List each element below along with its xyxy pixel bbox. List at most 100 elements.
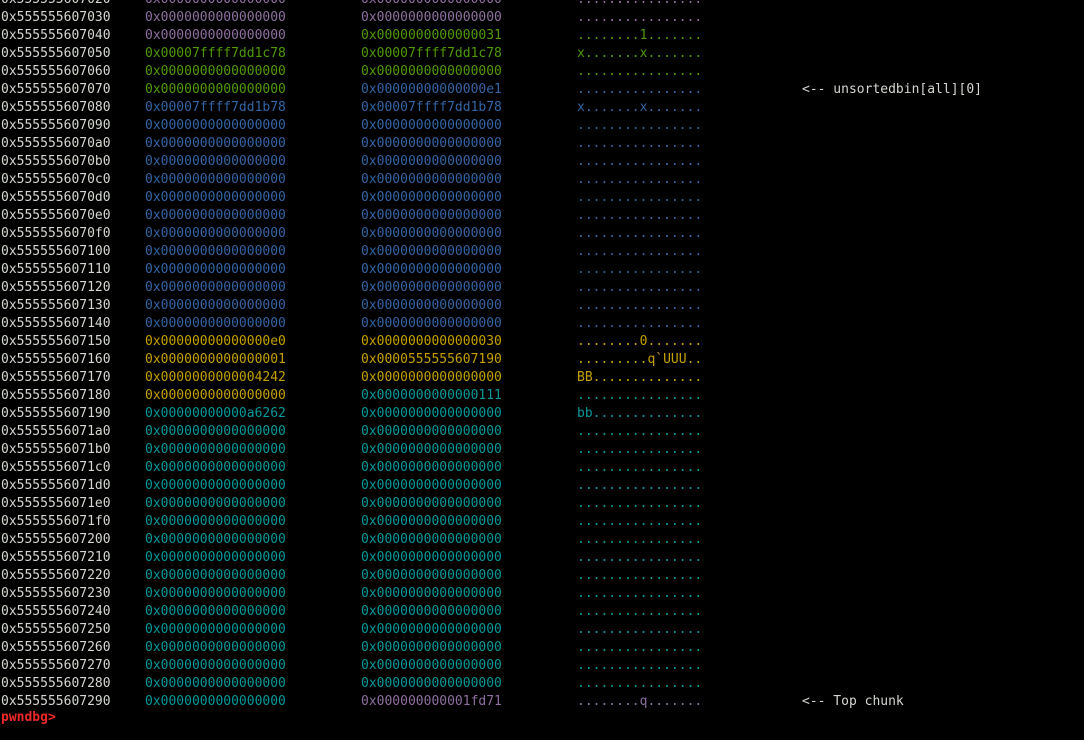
memory-ascii: ................ (577, 262, 703, 277)
memory-address: 0x5555556071b0 (1, 442, 111, 457)
memory-word-2: 0x0000000000000000 (361, 676, 502, 691)
memory-ascii: x.......x....... (577, 46, 703, 61)
memory-address: 0x5555556071e0 (1, 496, 111, 511)
memory-address: 0x555555607110 (1, 262, 111, 277)
memory-address: 0x555555607090 (1, 118, 111, 133)
memory-address: 0x555555607080 (1, 100, 111, 115)
memory-ascii: ................ (577, 226, 703, 241)
memory-word-2: 0x0000000000000000 (361, 0, 502, 9)
memory-word-1: 0x0000000000000000 (145, 676, 286, 691)
memory-address: 0x555555607120 (1, 280, 111, 295)
memory-row: 0x555555607200 0x0000000000000000 0x000000… (0, 531, 1084, 549)
memory-ascii: ................ (577, 280, 703, 295)
memory-address: 0x555555607200 (1, 532, 111, 547)
memory-word-2: 0x0000000000000000 (361, 10, 502, 25)
memory-ascii: ................ (577, 658, 703, 673)
memory-address: 0x555555607280 (1, 676, 111, 691)
memory-word-1: 0x0000000000000000 (145, 586, 286, 601)
memory-word-2: 0x0000000000000000 (361, 514, 502, 529)
memory-word-1: 0x0000000000000000 (145, 82, 286, 97)
memory-address: 0x555555607060 (1, 64, 111, 79)
memory-word-2: 0x0000000000000000 (361, 154, 502, 169)
memory-address: 0x555555607050 (1, 46, 111, 61)
memory-word-2: 0x0000000000000000 (361, 442, 502, 457)
memory-address: 0x555555607220 (1, 568, 111, 583)
memory-address: 0x5555556070f0 (1, 226, 111, 241)
memory-word-1: 0x0000000000004242 (145, 370, 286, 385)
memory-ascii: ................ (577, 118, 703, 133)
memory-word-2: 0x0000000000000000 (361, 208, 502, 223)
memory-row: 0x555555607280 0x0000000000000000 0x000000… (0, 675, 1084, 693)
memory-word-2: 0x0000000000000000 (361, 478, 502, 493)
memory-word-1: 0x0000000000000000 (145, 0, 286, 9)
memory-address: 0x555555607130 (1, 298, 111, 313)
memory-word-1: 0x0000000000000000 (145, 244, 286, 259)
memory-word-1: 0x0000000000000000 (145, 532, 286, 547)
memory-word-2: 0x0000000000000000 (361, 244, 502, 259)
chunk-annotation: <-- Top chunk (802, 694, 904, 709)
memory-word-2: 0x0000000000000000 (361, 118, 502, 133)
chunk-annotation: <-- unsortedbin[all][0] (802, 82, 983, 97)
memory-ascii: ................ (577, 190, 703, 205)
memory-word-1: 0x0000000000000000 (145, 568, 286, 583)
memory-ascii: .........q`UUU.. (577, 352, 703, 367)
memory-ascii: ................ (577, 532, 703, 547)
command-prompt[interactable]: pwndbg> (1, 709, 64, 727)
memory-ascii: ................ (577, 442, 703, 457)
memory-address: 0x555555607160 (1, 352, 111, 367)
memory-ascii: ................ (577, 10, 703, 25)
memory-ascii: ................ (577, 154, 703, 169)
memory-address: 0x555555607070 (1, 82, 111, 97)
memory-word-1: 0x0000000000000000 (145, 262, 286, 277)
memory-word-1: 0x0000000000000000 (145, 64, 286, 79)
memory-word-2: 0x0000000000000030 (361, 334, 502, 349)
memory-word-2: 0x0000000000000000 (361, 586, 502, 601)
memory-ascii: ........q....... (577, 694, 703, 709)
memory-word-1: 0x0000000000000000 (145, 316, 286, 331)
memory-word-1: 0x0000000000000000 (145, 118, 286, 133)
memory-word-1: 0x0000000000000000 (145, 424, 286, 439)
memory-word-2: 0x000000000001fd71 (361, 694, 502, 709)
memory-word-2: 0x0000000000000000 (361, 532, 502, 547)
memory-ascii: ................ (577, 460, 703, 475)
memory-word-2: 0x0000000000000000 (361, 262, 502, 277)
memory-word-1: 0x00000000000000e0 (145, 334, 286, 349)
text-cursor (56, 710, 64, 725)
memory-word-2: 0x0000000000000000 (361, 226, 502, 241)
memory-ascii: ................ (577, 622, 703, 637)
memory-address: 0x555555607210 (1, 550, 111, 565)
memory-word-1: 0x0000000000000000 (145, 136, 286, 151)
memory-word-1: 0x0000000000000000 (145, 496, 286, 511)
memory-ascii: ................ (577, 496, 703, 511)
memory-ascii: ................ (577, 676, 703, 691)
memory-ascii: ................ (577, 298, 703, 313)
memory-address: 0x555555607150 (1, 334, 111, 349)
memory-word-2: 0x0000000000000000 (361, 658, 502, 673)
memory-address: 0x555555607260 (1, 640, 111, 655)
memory-row: 0x5555556070200x00000000000000000x000000… (0, 0, 1084, 9)
memory-word-1: 0x00007ffff7dd1b78 (145, 100, 286, 115)
memory-ascii: ................ (577, 604, 703, 619)
memory-ascii: ................ (577, 388, 703, 403)
memory-word-2: 0x0000000000000031 (361, 28, 502, 43)
memory-address: 0x555555607240 (1, 604, 111, 619)
memory-ascii: ................ (577, 136, 703, 151)
memory-word-2: 0x0000555555607190 (361, 352, 502, 367)
